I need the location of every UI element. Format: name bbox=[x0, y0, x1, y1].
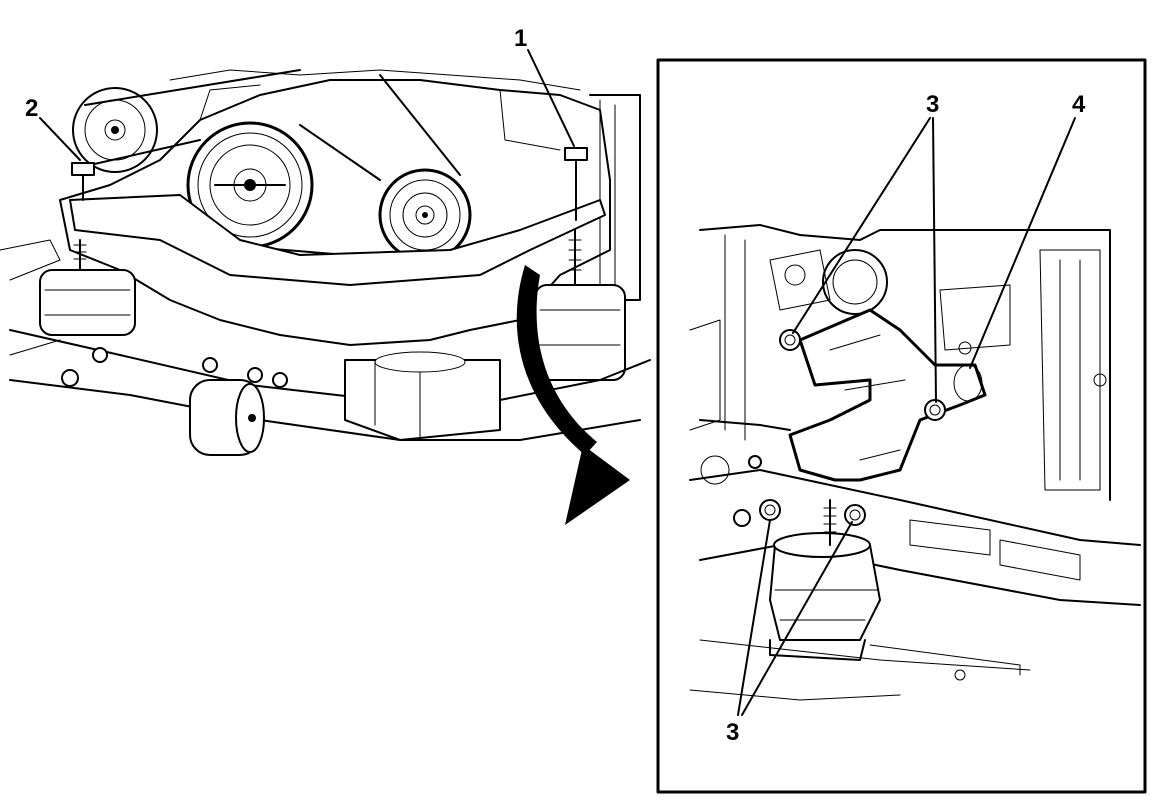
leader-line-3a bbox=[792, 117, 931, 334]
leader-line-3d bbox=[741, 521, 853, 716]
callout-3-top: 3 bbox=[926, 91, 939, 118]
leader-line-3b bbox=[932, 117, 937, 403]
crankshaft-pulley bbox=[186, 121, 314, 249]
callout-1: 1 bbox=[514, 25, 527, 52]
leader-line-1 bbox=[527, 49, 575, 147]
subframe-bushing bbox=[189, 379, 265, 456]
callout-4: 4 bbox=[1072, 91, 1086, 118]
leader-line-3c bbox=[737, 519, 771, 716]
detail-view-arrow bbox=[516, 265, 630, 525]
engine-mount-bracket bbox=[788, 308, 987, 482]
left-engine-mount bbox=[39, 239, 136, 336]
leader-line-2 bbox=[39, 117, 81, 161]
callout-3-bottom: 3 bbox=[726, 719, 739, 746]
detail-upper-housing bbox=[769, 249, 888, 315]
idler-pulley bbox=[378, 168, 472, 262]
detail-view: 3 4 3 bbox=[689, 91, 1141, 746]
crossmember-nuts bbox=[61, 347, 288, 388]
fastener-1-nut bbox=[564, 147, 588, 221]
engine-overview: 2 1 bbox=[0, 25, 651, 456]
center-mount bbox=[344, 351, 501, 441]
fastener-2-nut bbox=[71, 162, 95, 201]
leader-line-4 bbox=[969, 117, 1076, 369]
callout-2: 2 bbox=[25, 95, 38, 122]
